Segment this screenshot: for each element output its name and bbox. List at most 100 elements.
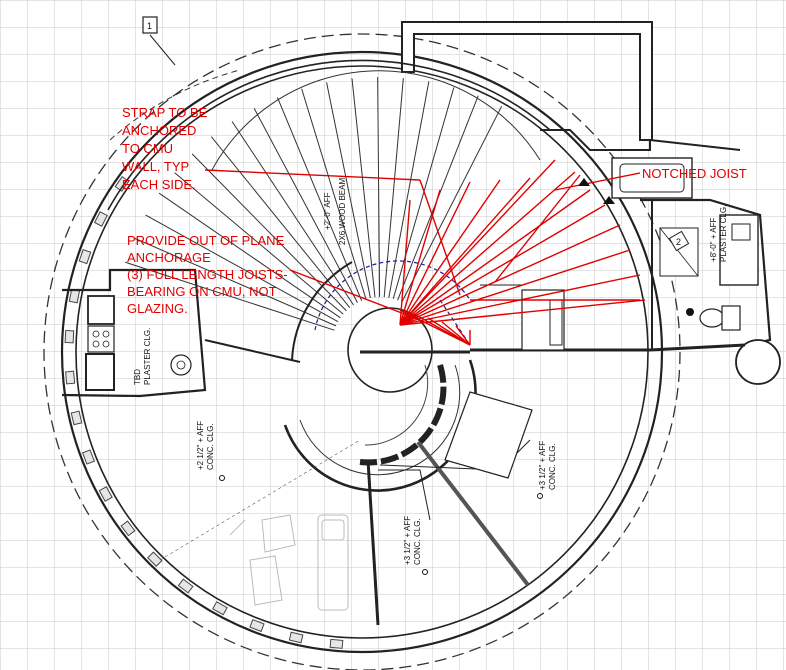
exterior-wall-inner (75, 65, 649, 639)
stair-tread (174, 172, 344, 315)
red-joist (399, 199, 411, 326)
stair-tread (276, 97, 363, 301)
stair-stringer-outer (107, 59, 551, 211)
glazing-blocks (64, 176, 344, 649)
glazing-block (177, 578, 194, 594)
toilet (699, 308, 725, 328)
red-joist (399, 204, 606, 326)
ceiling-tag-upper-left: +2'-0" AFF (323, 192, 332, 230)
grid-bubble (142, 16, 158, 34)
glazing-block (68, 288, 81, 304)
strap-leader (204, 169, 421, 181)
red-joist (399, 179, 501, 326)
ceiling-tag-center: +3 1/2" + AFF CONC. CLG. (403, 514, 422, 565)
glazing-block (70, 410, 83, 426)
glazing-block (81, 449, 95, 465)
detail-box-diag (659, 227, 699, 277)
burner (102, 340, 110, 348)
ceiling-tag-upper-right: +8'-0" + AFF PLASTER CLG. (709, 205, 728, 262)
red-joist (399, 181, 471, 326)
tub-inner (619, 163, 685, 193)
ceiling-tag-bath-left: TBD PLASTER CLG. (133, 328, 152, 385)
stair-tread (134, 237, 337, 327)
lav-drain (176, 360, 186, 370)
stair-tread (145, 214, 339, 323)
stair-stringer-inner (211, 70, 541, 171)
stair-tread (191, 153, 347, 312)
entry-wall (540, 129, 741, 151)
partition-south-west (366, 459, 380, 626)
red-joist (399, 159, 556, 326)
stair-tread (326, 82, 371, 299)
detail-tag (668, 230, 690, 252)
notched-leader (554, 172, 641, 191)
exterior-wall-outer (60, 50, 664, 654)
stair-tread (392, 87, 455, 299)
lav-sink (170, 354, 192, 376)
stair-tread (158, 192, 341, 319)
sink (731, 223, 751, 241)
stair-tread (301, 88, 367, 300)
partition-south-east (416, 440, 530, 587)
red-joists (399, 159, 646, 346)
glazing-block (64, 329, 75, 344)
roof-outline (43, 33, 681, 670)
fridge (87, 295, 115, 325)
glazing-block (147, 551, 163, 567)
closet-right-inner (549, 299, 563, 346)
ceiling-tag-right: +3 1/2" + AFF CONC. CLG. (538, 439, 557, 490)
range (87, 325, 115, 353)
toilet-tank (721, 305, 741, 331)
glazing-block (288, 631, 304, 644)
glazing-block (78, 248, 92, 265)
stair-beam-label: 2X6 WOOD BEAM (338, 178, 347, 245)
stair-tread (388, 81, 430, 298)
south-west-diagonal (159, 439, 361, 561)
glazing-block (120, 520, 136, 537)
red-joist (399, 189, 441, 326)
stair-tread (401, 105, 503, 303)
grid-bubble-label: 1 (147, 21, 152, 31)
red-joist (441, 321, 471, 346)
notched-leader-2 (494, 174, 581, 283)
partition-core-west (204, 339, 301, 363)
red-joist (399, 299, 646, 326)
core-curved-wall-inner (364, 364, 429, 446)
core-curved-wall (359, 364, 447, 466)
anchorage-leader (289, 269, 421, 321)
ceiling-tag-left: +2 1/2" + AFF CONC. CLG. (196, 419, 215, 470)
detail-tag-label: 2 (676, 237, 681, 247)
red-joist (413, 313, 471, 346)
notched-joist-note: NOTCHED JOIST (642, 166, 747, 181)
strap-leader-2 (419, 179, 461, 296)
stair-tread (124, 261, 335, 331)
red-joist (399, 177, 531, 326)
storage-enclosure (401, 21, 653, 141)
south-east-fixture (444, 391, 533, 479)
roof-outline-inner (109, 69, 241, 141)
column-round (735, 339, 781, 385)
red-joist (399, 224, 621, 326)
glazing-block (65, 370, 76, 385)
glazing-block (98, 486, 113, 502)
furniture-ghost (229, 514, 349, 611)
glazing-block (212, 601, 228, 616)
hidden-arc (314, 260, 471, 331)
section-markers (219, 178, 694, 575)
glazing-block (329, 638, 344, 649)
glazing-block (93, 211, 108, 227)
counter (85, 353, 115, 391)
stair-tread (351, 78, 376, 298)
stair-tread (383, 77, 404, 298)
burner (102, 330, 110, 338)
anchorage-note: PROVIDE OUT OF PLANE ANCHORAGE (3) FULL … (127, 233, 291, 316)
burner (92, 340, 100, 348)
core-spiral-wall (291, 261, 353, 361)
west-utility-wall (61, 268, 207, 398)
stair-tread (377, 77, 381, 298)
red-joist (399, 189, 591, 326)
grid-leader (149, 34, 176, 66)
stair-tread (210, 136, 351, 309)
red-joist (399, 171, 576, 326)
